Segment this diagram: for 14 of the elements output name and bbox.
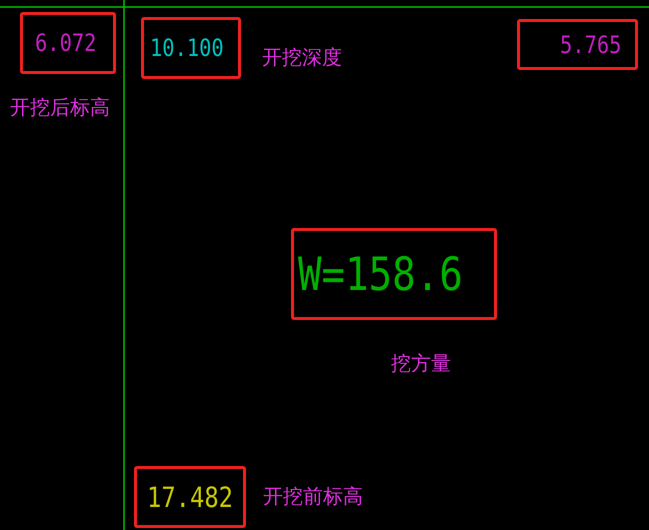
value-text: 17.482 bbox=[147, 480, 233, 514]
value-caption: 开挖后标高 bbox=[10, 96, 110, 118]
value-text: W=158.6 bbox=[298, 247, 463, 301]
number-frame bbox=[291, 228, 497, 320]
number-frame bbox=[141, 17, 241, 79]
number-frame bbox=[134, 466, 246, 528]
value-text: 5.765 bbox=[560, 30, 622, 58]
number-frame bbox=[20, 12, 116, 74]
value-text: 10.100 bbox=[150, 34, 224, 62]
value-caption: 开挖前标高 bbox=[263, 485, 363, 507]
number-frame bbox=[517, 19, 638, 70]
value-caption: 开挖深度 bbox=[262, 46, 342, 68]
value-caption: 挖方量 bbox=[391, 352, 451, 374]
value-text: 6.072 bbox=[35, 29, 96, 57]
